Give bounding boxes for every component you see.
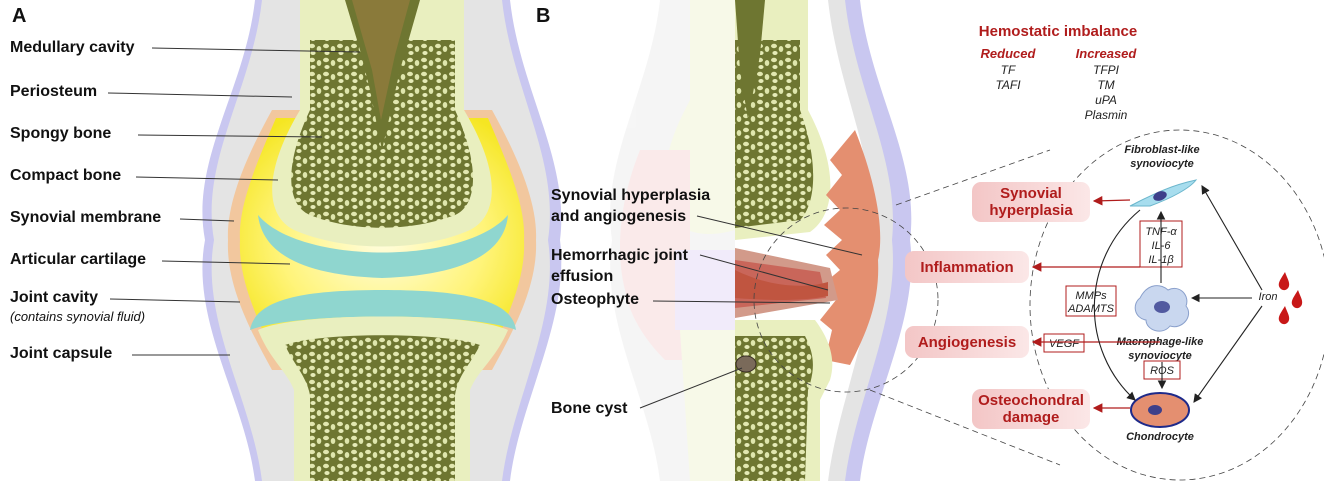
iron-label: Iron: [1259, 291, 1278, 303]
reduced-item: TF: [1001, 63, 1016, 77]
macrophage-label-2: synoviocyte: [1128, 350, 1192, 362]
iron-drop-icon: [1292, 290, 1302, 308]
reduced-item: TAFI: [995, 78, 1021, 92]
box-angiogenesis-text: Angiogenesis: [918, 334, 1016, 351]
label-effusion: effusion: [551, 268, 613, 285]
adamts-label: ADAMTS: [1067, 303, 1115, 315]
label-osteophyte: Osteophyte: [551, 291, 639, 308]
label-synovial-hyperplasia: Synovial hyperplasia: [551, 187, 710, 204]
box-osteochondral-text2: damage: [1003, 409, 1060, 426]
spongy-bone-lower: [285, 335, 480, 481]
hemostatic-imbalance: Hemostatic imbalance Reduced Increased T…: [979, 23, 1138, 122]
label-medullary-cavity: Medullary cavity: [10, 39, 135, 56]
increased-item: TM: [1097, 78, 1114, 92]
panel-b-illustration: [610, 0, 1324, 481]
label-synovial-membrane: Synovial membrane: [10, 209, 161, 226]
label-joint-cavity-note: (contains synovial fluid): [10, 309, 145, 324]
label-articular-cartilage: Articular cartilage: [10, 251, 146, 268]
fibroblast-label-2: synoviocyte: [1130, 158, 1194, 170]
box-synovial-hyperplasia-text2: hyperplasia: [989, 202, 1073, 219]
chondrocyte-label: Chondrocyte: [1126, 431, 1194, 443]
cells: Fibroblast-like synoviocyte Macrophage-l…: [1117, 144, 1303, 443]
panel-b-letter: B: [536, 5, 550, 27]
increased-item: TFPI: [1093, 63, 1120, 77]
box-osteochondral-text1: Osteochondral: [978, 392, 1084, 409]
label-joint-capsule: Joint capsule: [10, 345, 112, 362]
increased-header: Increased: [1076, 46, 1138, 61]
reduced-header: Reduced: [981, 46, 1037, 61]
outcome-boxes: Synovial hyperplasia Inflammation Angiog…: [905, 182, 1090, 429]
vegf-label: VEGF: [1049, 338, 1080, 350]
label-spongy-bone: Spongy bone: [10, 125, 111, 142]
iron-drop-icon: [1279, 272, 1289, 290]
label-and-angiogenesis: and angiogenesis: [551, 208, 686, 225]
label-periosteum: Periosteum: [10, 83, 97, 100]
hemostatic-title: Hemostatic imbalance: [979, 23, 1137, 40]
iron-drop-icon: [1279, 306, 1289, 324]
panel-a-letter: A: [12, 5, 26, 27]
label-hemorrhagic-effusion: Hemorrhagic joint: [551, 247, 689, 264]
panel-a-illustration: [202, 0, 561, 481]
label-joint-cavity: Joint cavity: [10, 289, 98, 306]
label-bone-cyst: Bone cyst: [551, 400, 628, 417]
increased-item: uPA: [1095, 93, 1117, 107]
box-inflammation-text: Inflammation: [920, 259, 1013, 276]
box-synovial-hyperplasia-text1: Synovial: [1000, 185, 1062, 202]
label-compact-bone: Compact bone: [10, 167, 121, 184]
mmps-label: MMPs: [1075, 290, 1107, 302]
increased-item: Plasmin: [1085, 108, 1128, 122]
fibroblast-label-1: Fibroblast-like: [1124, 144, 1199, 156]
